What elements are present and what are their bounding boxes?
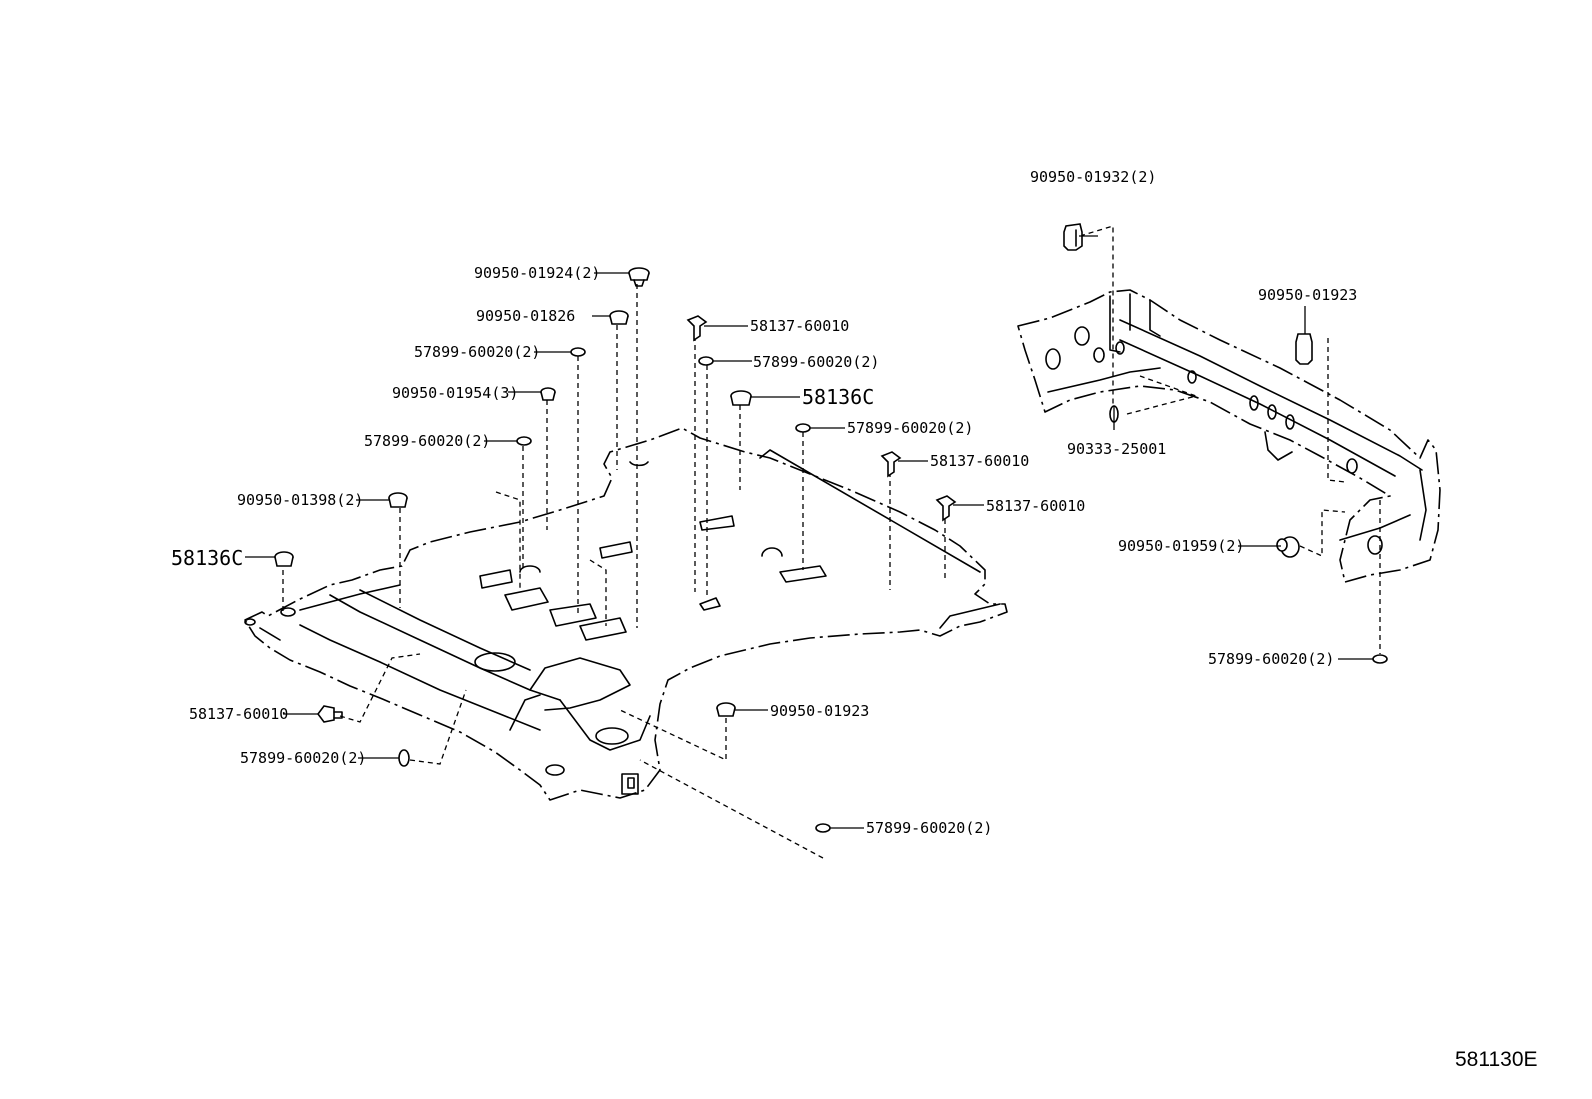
callout-90950-01932: 90950-01932(2): [1030, 168, 1156, 186]
callout-58136c-left: 58136C: [171, 546, 243, 570]
plug-icon: [716, 702, 736, 717]
leader-lines: [245, 235, 1373, 829]
rear-crossmember-panel: [1017, 289, 1441, 583]
plug-icon: [540, 387, 556, 401]
cap-plug-icon: [730, 390, 752, 406]
callout-90950-01923-rear: 90950-01923: [1258, 286, 1357, 304]
callout-58137-60010-mid: 58137-60010: [930, 452, 1029, 470]
clip-icon: [698, 356, 714, 366]
callout-58137-60010-top: 58137-60010: [750, 317, 849, 335]
clip-icon: [815, 823, 831, 833]
callout-90950-01924: 90950-01924(2): [474, 264, 600, 282]
callout-57899-60020-f: 57899-60020(2): [866, 819, 992, 837]
callout-90333-25001: 90333-25001: [1067, 440, 1166, 458]
callout-58137-60010-left: 58137-60010: [189, 705, 288, 723]
callout-58136c-center: 58136C: [802, 385, 874, 409]
clip-icon: [1372, 654, 1388, 664]
part-labels: 90950-01932(2) 90950-01923 90333-25001 9…: [171, 168, 1538, 1071]
push-clip-icon: [935, 495, 957, 522]
callout-57899-60020-rear: 57899-60020(2): [1208, 650, 1334, 668]
clip-icon: [795, 423, 811, 433]
plug-icon: [1063, 223, 1083, 251]
callout-90950-01826: 90950-01826: [476, 307, 575, 325]
cap-plug-icon: [388, 492, 408, 508]
callout-90950-01959: 90950-01959(2): [1118, 537, 1244, 555]
callout-57899-60020-e: 57899-60020(2): [847, 419, 973, 437]
callout-57899-60020-a: 57899-60020(2): [414, 343, 540, 361]
cap-plug-icon: [609, 310, 629, 325]
callout-57899-60020-b: 57899-60020(2): [364, 432, 490, 450]
push-clip-icon: [686, 315, 708, 342]
push-clip-icon: [317, 705, 343, 723]
clip-icon: [516, 436, 532, 446]
clip-icon: [398, 749, 410, 767]
figure-number: 581130E: [1455, 1048, 1538, 1071]
clip-icon: [570, 347, 586, 357]
cap-plug-icon: [628, 267, 650, 287]
floor-pan-panel: [244, 427, 1008, 801]
push-clip-icon: [880, 451, 902, 478]
callout-90950-01954: 90950-01954(3): [392, 384, 518, 402]
callout-57899-60020-d: 57899-60020(2): [753, 353, 879, 371]
callout-90950-01923-bottom: 90950-01923: [770, 702, 869, 720]
dashed-lines: [282, 225, 1381, 859]
rubber-plug-icon: [1276, 536, 1300, 558]
callout-58137-60010-right: 58137-60010: [986, 497, 1085, 515]
callout-90950-01398: 90950-01398(2): [237, 491, 363, 509]
callout-57899-60020-c: 57899-60020(2): [240, 749, 366, 767]
cap-plug-icon: [274, 551, 294, 567]
plug-icon: [1295, 333, 1313, 365]
